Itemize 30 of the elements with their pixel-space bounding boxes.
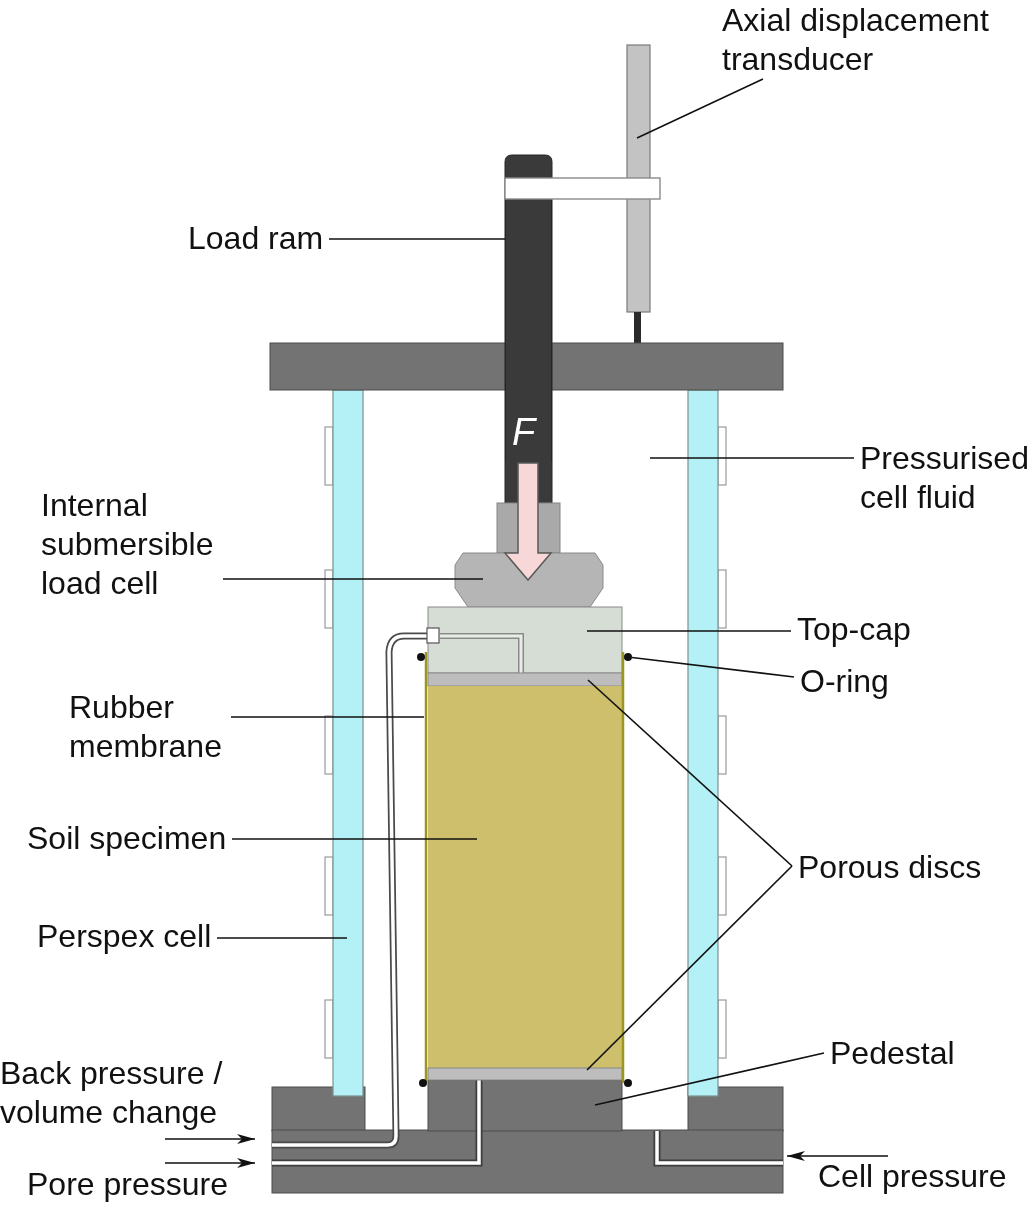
leader-line — [328, 238, 506, 240]
part-label: Top-cap — [791, 610, 911, 649]
part-label: Back pressure / volume change — [0, 1054, 225, 1132]
part-label: Pedestal — [824, 1034, 955, 1073]
leader-line — [216, 937, 348, 939]
leader-line — [649, 457, 855, 459]
arrow — [786, 1151, 889, 1161]
part-label: Pressurised cell fluid — [854, 439, 1033, 517]
part-label: Pore pressure — [27, 1165, 228, 1204]
leader-line — [231, 838, 478, 840]
arrow — [164, 1134, 256, 1144]
part-label: Internal submersible load cell — [41, 486, 223, 603]
part-label: Load ram — [188, 219, 330, 258]
leader-line — [587, 679, 793, 867]
leader-line — [222, 578, 484, 580]
part-label: Soil specimen — [27, 819, 233, 858]
leader-line — [636, 78, 764, 139]
part-label: Rubber membrane — [69, 688, 231, 766]
arrow — [164, 1158, 256, 1168]
leader-line — [586, 630, 792, 632]
part-label: Axial displacement transducer — [722, 1, 994, 79]
leader-line — [230, 716, 425, 718]
part-label: Perspex cell — [37, 917, 218, 956]
load-ram: F — [505, 200, 552, 462]
part-label: Cell pressure — [818, 1157, 1007, 1196]
part-label: O-ring — [794, 662, 889, 701]
leader-line — [594, 1052, 825, 1106]
leader-line — [586, 865, 793, 1071]
part-label: Porous discs — [792, 848, 982, 887]
leader-line — [631, 656, 795, 678]
